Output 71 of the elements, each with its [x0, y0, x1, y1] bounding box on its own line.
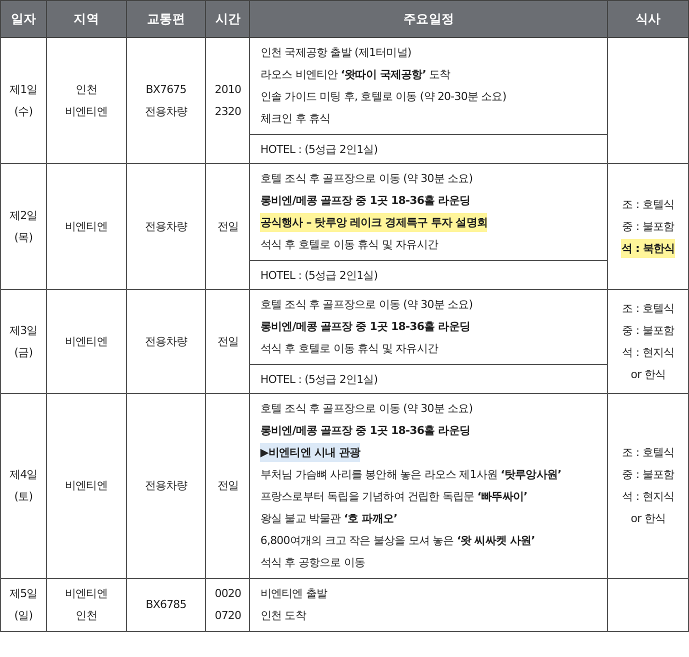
schedule-text: 인솔 가이드 미팅 후, 호텔로 이동 (약 20-30분 소요) — [260, 89, 506, 105]
region-text: 비엔티엔 — [65, 478, 108, 494]
region-text: 인천 — [76, 608, 97, 624]
day-text: 제2일 — [10, 208, 38, 224]
schedule-text: 인천 도착 — [260, 608, 306, 624]
column-header: 시간 — [206, 0, 250, 38]
meal-text: 석 : 북한식 — [621, 238, 675, 258]
meal-text: 석 : 현지식 — [622, 489, 674, 505]
column-header: 교통편 — [126, 0, 206, 38]
schedule-text: 라오스 비엔티안 ‘왓따이 국제공항’ 도착 — [260, 67, 450, 83]
schedule-text: 롱비엔/메콩 골프장 중 1곳 18-36홀 라운딩 — [260, 423, 470, 439]
schedule-text: 프랑스로부터 독립을 기념하여 건립한 독립문 ‘빠뚜싸이’ — [260, 489, 528, 505]
schedule-text: 석식 후 호텔로 이동 휴식 및 자유시간 — [260, 237, 438, 253]
schedule-text: 공식행사 – 탓루앙 레이크 경제특구 투자 설명회 — [260, 213, 488, 232]
hotel-text: HOTEL : (5성급 2인1실) — [260, 268, 378, 284]
meal-text: 조 : 호텔식 — [622, 445, 674, 461]
hotel-text: HOTEL : (5성급 2인1실) — [260, 142, 378, 158]
hotel-text: HOTEL : (5성급 2인1실) — [260, 372, 378, 388]
schedule-text: 롱비엔/메콩 골프장 중 1곳 18-36홀 라운딩 — [260, 193, 470, 209]
region-text: 인천 — [76, 82, 97, 98]
region-text: 비엔티엔 — [65, 586, 108, 602]
day-text: (금) — [14, 344, 33, 360]
time-text: 0020 — [214, 586, 242, 602]
schedule-text: 6,800여개의 크고 작은 불상을 모셔 놓은 ‘왓 씨싸켓 사원’ — [260, 533, 535, 549]
meal-text: 중 : 불포함 — [622, 322, 674, 338]
transport-text: BX7675 — [146, 82, 186, 98]
meal-text: or 한식 — [630, 366, 666, 382]
time-text: 2320 — [214, 104, 242, 120]
time-text: 전일 — [217, 478, 239, 494]
schedule-text: 호텔 조식 후 골프장으로 이동 (약 30분 소요) — [260, 297, 473, 313]
transport-text: 전용차량 — [144, 104, 188, 120]
time-text: 2010 — [214, 82, 242, 98]
meal-text: 중 : 불포함 — [622, 467, 674, 483]
transport-text: 전용차량 — [144, 478, 188, 494]
day-text: 제3일 — [10, 322, 38, 338]
schedule-text: ▶비엔티엔 시내 관광 — [260, 443, 360, 462]
schedule-text: 인천 국제공항 출발 (제1터미널) — [260, 45, 412, 61]
day-text: (일) — [14, 608, 33, 624]
day-text: (토) — [14, 489, 33, 505]
schedule-text: 석식 후 공항으로 이동 — [260, 555, 366, 571]
meal-text: or 한식 — [630, 511, 666, 527]
schedule-text: 호텔 조식 후 골프장으로 이동 (약 30분 소요) — [260, 171, 473, 187]
day-text: (수) — [14, 104, 33, 120]
day-text: (목) — [14, 230, 33, 246]
day-text: 제1일 — [10, 82, 38, 98]
transport-text: 전용차량 — [144, 334, 188, 350]
column-header: 주요일정 — [250, 0, 608, 38]
meal-text: 조 : 호텔식 — [622, 196, 674, 212]
meal-text: 중 : 불포함 — [622, 218, 674, 234]
column-header: 지역 — [46, 0, 126, 38]
schedule-text: 왕실 불교 박물관 ‘호 파깨오’ — [260, 511, 398, 527]
meal-text: 석 : 현지식 — [622, 344, 674, 360]
schedule-text: 롱비엔/메콩 골프장 중 1곳 18-36홀 라운딩 — [260, 319, 470, 335]
day-text: 제4일 — [10, 467, 38, 483]
region-text: 비엔티엔 — [65, 218, 108, 234]
time-text: 전일 — [217, 218, 239, 234]
region-text: 비엔티엔 — [65, 334, 108, 350]
schedule-text: 비엔티엔 출발 — [260, 586, 328, 602]
schedule-text: 체크인 후 휴식 — [260, 111, 330, 127]
transport-text: 전용차량 — [144, 218, 188, 234]
region-text: 비엔티엔 — [65, 104, 108, 120]
meal-text: 조 : 호텔식 — [622, 300, 674, 316]
day-text: 제5일 — [10, 586, 38, 602]
schedule-text: 호텔 조식 후 골프장으로 이동 (약 30분 소요) — [260, 401, 473, 417]
transport-text: BX6785 — [146, 597, 186, 613]
column-header: 일자 — [0, 0, 46, 38]
schedule-text: 석식 후 호텔로 이동 휴식 및 자유시간 — [260, 341, 438, 357]
time-text: 0720 — [214, 608, 242, 624]
schedule-text: 부처님 가슴뼈 사리를 봉안해 놓은 라오스 제1사원 ‘탓루앙사원’ — [260, 467, 562, 483]
time-text: 전일 — [217, 334, 239, 350]
column-header: 식사 — [608, 0, 688, 38]
